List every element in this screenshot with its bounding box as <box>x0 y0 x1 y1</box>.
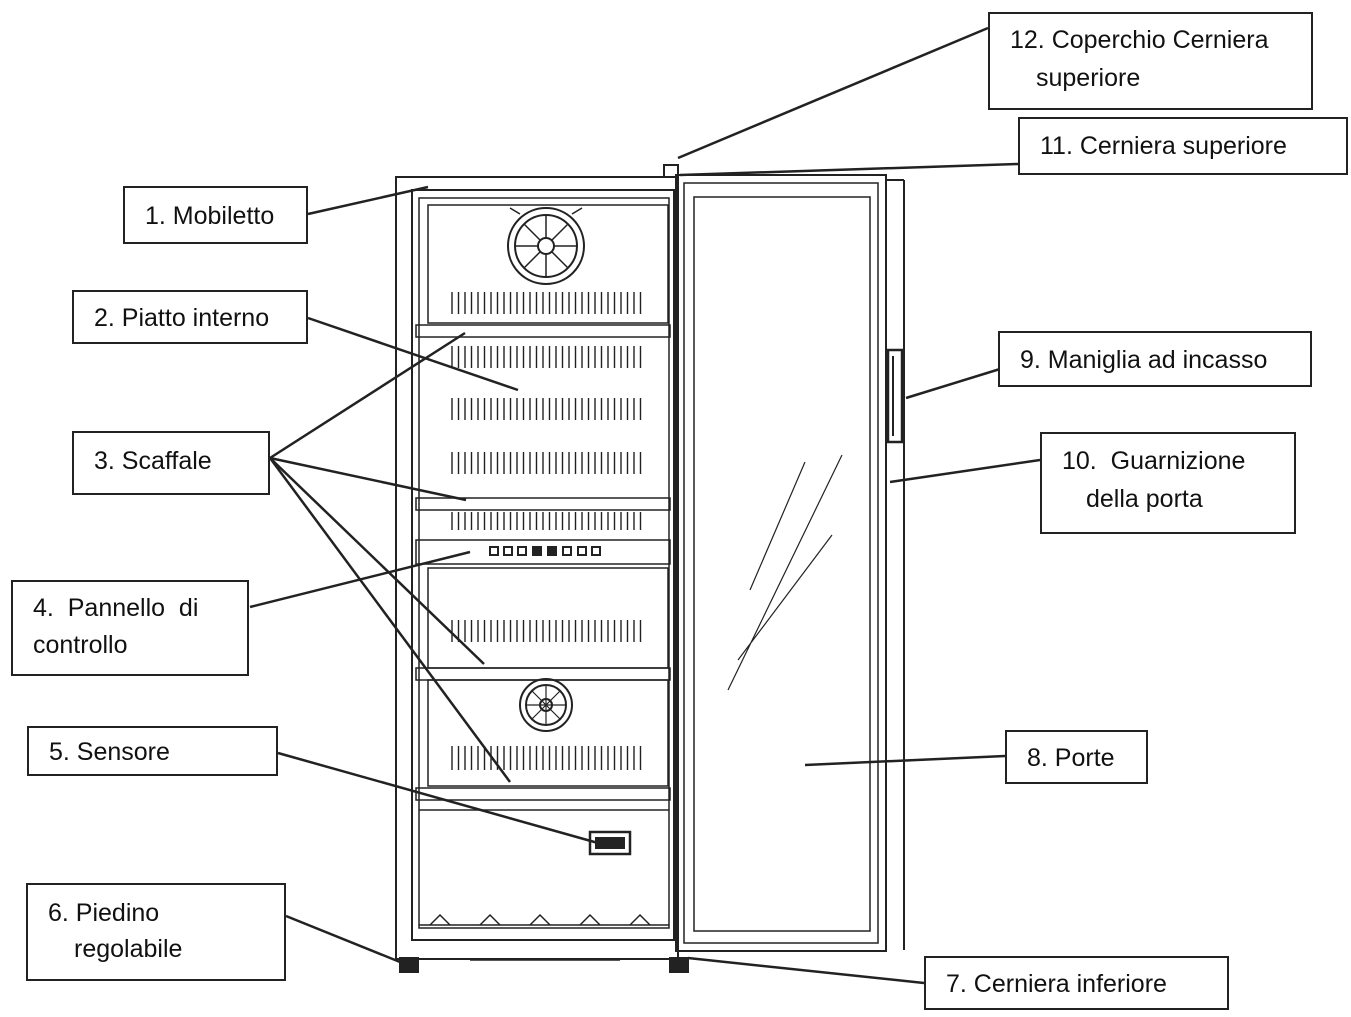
leader-lines <box>249 26 1041 985</box>
upper-fan-unit <box>427 204 669 324</box>
cabinet-outline <box>395 164 679 960</box>
glass-door <box>675 174 905 952</box>
shelf-lines <box>415 324 671 811</box>
label-guarnizione-della-porta: 10. Guarnizione della porta <box>1040 432 1296 534</box>
label-porte: 8. Porte <box>1005 730 1148 784</box>
label-scaffale: 3. Scaffale <box>72 431 270 495</box>
label-sensore: 5. Sensore <box>27 726 278 776</box>
label-piatto-interno: 2. Piatto interno <box>72 290 308 344</box>
label-cerniera-inferiore: 7. Cerniera inferiore <box>924 956 1229 1010</box>
recessed-handle <box>886 348 904 444</box>
adjustable-feet <box>399 957 689 973</box>
vent-slots <box>451 292 642 770</box>
label-coperchio-cerniera-superiore: 12. Coperchio Cerniera superiore <box>988 12 1313 110</box>
label-maniglia-ad-incasso: 9. Maniglia ad incasso <box>998 331 1312 387</box>
label-mobiletto: 1. Mobiletto <box>123 186 308 244</box>
label-piedino-regolabile: 6. Piedino regolabile <box>26 883 286 981</box>
lower-fan-unit <box>427 567 669 787</box>
label-cerniera-superiore: 11. Cerniera superiore <box>1018 117 1348 175</box>
control-panel-shape <box>415 539 671 565</box>
label-pannello-di-controllo: 4. Pannello di controllo <box>11 580 249 676</box>
bottom-rail <box>419 913 669 961</box>
